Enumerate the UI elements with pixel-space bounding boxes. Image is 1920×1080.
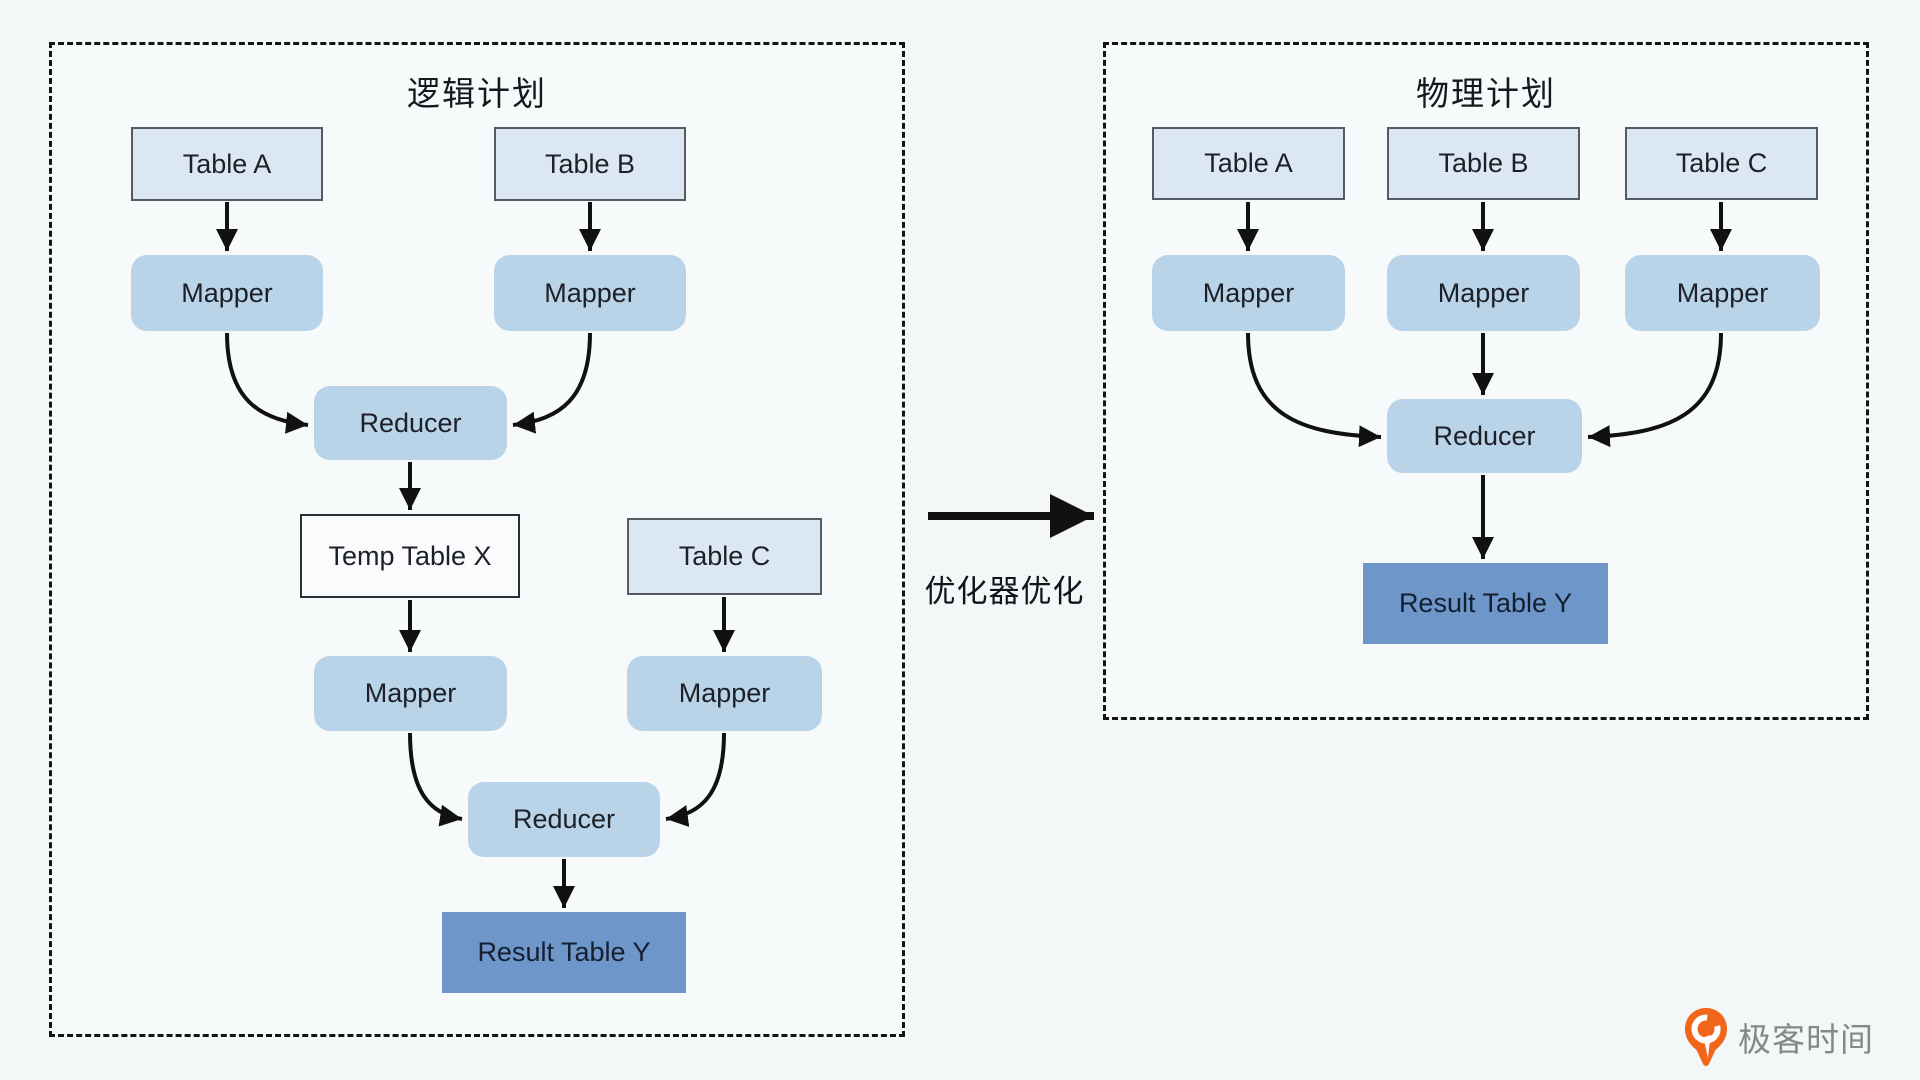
brand-watermark: 极客时间 (1682, 1006, 1874, 1068)
node-table-b-physical: Table B (1387, 127, 1580, 200)
optimizer-arrow-label: 优化器优化 (924, 574, 1085, 609)
node-table-c-logical: Table C (627, 518, 822, 595)
node-mapper-c-logical: Mapper (627, 656, 822, 731)
brand-logo-icon (1685, 1008, 1727, 1066)
node-reducer-bottom-logical: Reducer (468, 782, 660, 857)
node-result-table-y-logical: Result Table Y (442, 912, 686, 993)
node-table-a-logical: Table A (131, 127, 323, 201)
logical-plan-title: 逻辑计划 (407, 75, 547, 112)
node-mapper-a-physical: Mapper (1152, 255, 1345, 331)
node-temp-table-x-logical: Temp Table X (300, 514, 520, 598)
node-table-c-physical: Table C (1625, 127, 1818, 200)
node-reducer-physical: Reducer (1387, 399, 1582, 473)
node-mapper-a-logical: Mapper (131, 255, 323, 331)
brand-name: 极客时间 (1738, 1021, 1874, 1058)
node-mapper-b-physical: Mapper (1387, 255, 1580, 331)
node-result-table-y-physical: Result Table Y (1363, 563, 1608, 644)
node-mapper-x-logical: Mapper (314, 656, 507, 731)
node-reducer-top-logical: Reducer (314, 386, 507, 460)
physical-plan-title: 物理计划 (1416, 75, 1556, 112)
node-table-a-physical: Table A (1152, 127, 1345, 200)
node-mapper-b-logical: Mapper (494, 255, 686, 331)
node-table-b-logical: Table B (494, 127, 686, 201)
node-mapper-c-physical: Mapper (1625, 255, 1820, 331)
